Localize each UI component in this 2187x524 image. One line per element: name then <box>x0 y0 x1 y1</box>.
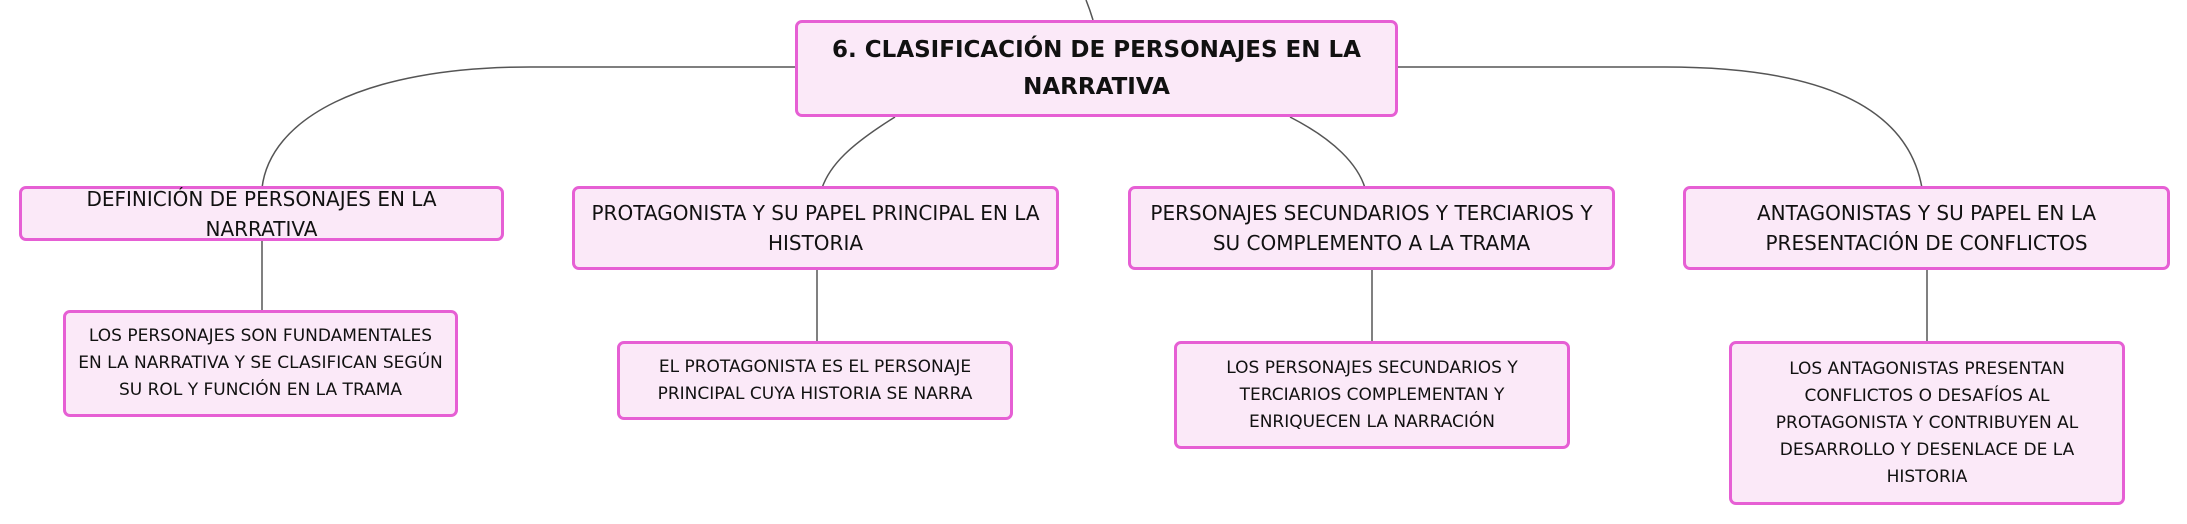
subtopic-secundarios-label: LOS PERSONAJES SECUNDARIOS Y TERCIARIOS … <box>1226 357 1518 432</box>
topic-protagonista[interactable]: PROTAGONISTA Y SU PAPEL PRINCIPAL EN LA … <box>572 186 1059 270</box>
topic-definicion-label: DEFINICIÓN DE PERSONAJES EN LA NARRATIVA <box>86 186 437 241</box>
connector-to-parent <box>1085 0 1094 21</box>
subtopic-protagonista-label: EL PROTAGONISTA ES EL PERSONAJE PRINCIPA… <box>657 356 973 404</box>
topic-antagonistas[interactable]: ANTAGONISTAS Y SU PAPEL EN LA PRESENTACI… <box>1683 186 2170 270</box>
subtopic-definicion[interactable]: LOS PERSONAJES SON FUNDAMENTALES EN LA N… <box>63 310 458 417</box>
subtopic-secundarios[interactable]: LOS PERSONAJES SECUNDARIOS Y TERCIARIOS … <box>1174 341 1570 449</box>
connector-branch-2 <box>821 116 896 189</box>
central-topic[interactable]: 6. CLASIFICACIÓN DE PERSONAJES EN LA NAR… <box>795 20 1398 117</box>
subtopic-antagonistas[interactable]: LOS ANTAGONISTAS PRESENTAN CONFLICTOS O … <box>1729 341 2125 505</box>
connector-branch-1 <box>261 66 795 189</box>
topic-protagonista-label: PROTAGONISTA Y SU PAPEL PRINCIPAL EN LA … <box>591 201 1040 255</box>
topic-secundarios[interactable]: PERSONAJES SECUNDARIOS Y TERCIARIOS Y SU… <box>1128 186 1615 270</box>
subtopic-antagonistas-label: LOS ANTAGONISTAS PRESENTAN CONFLICTOS O … <box>1775 358 2079 487</box>
topic-secundarios-label: PERSONAJES SECUNDARIOS Y TERCIARIOS Y SU… <box>1150 201 1593 255</box>
topic-antagonistas-label: ANTAGONISTAS Y SU PAPEL EN LA PRESENTACI… <box>1757 201 2096 255</box>
subtopic-definicion-label: LOS PERSONAJES SON FUNDAMENTALES EN LA N… <box>78 326 443 400</box>
connector-branch-3 <box>1289 116 1366 189</box>
topic-definicion[interactable]: DEFINICIÓN DE PERSONAJES EN LA NARRATIVA <box>19 186 504 241</box>
connector-branch-4 <box>1398 66 1923 189</box>
subtopic-protagonista[interactable]: EL PROTAGONISTA ES EL PERSONAJE PRINCIPA… <box>617 341 1013 420</box>
central-topic-label: 6. CLASIFICACIÓN DE PERSONAJES EN LA NAR… <box>832 36 1361 100</box>
